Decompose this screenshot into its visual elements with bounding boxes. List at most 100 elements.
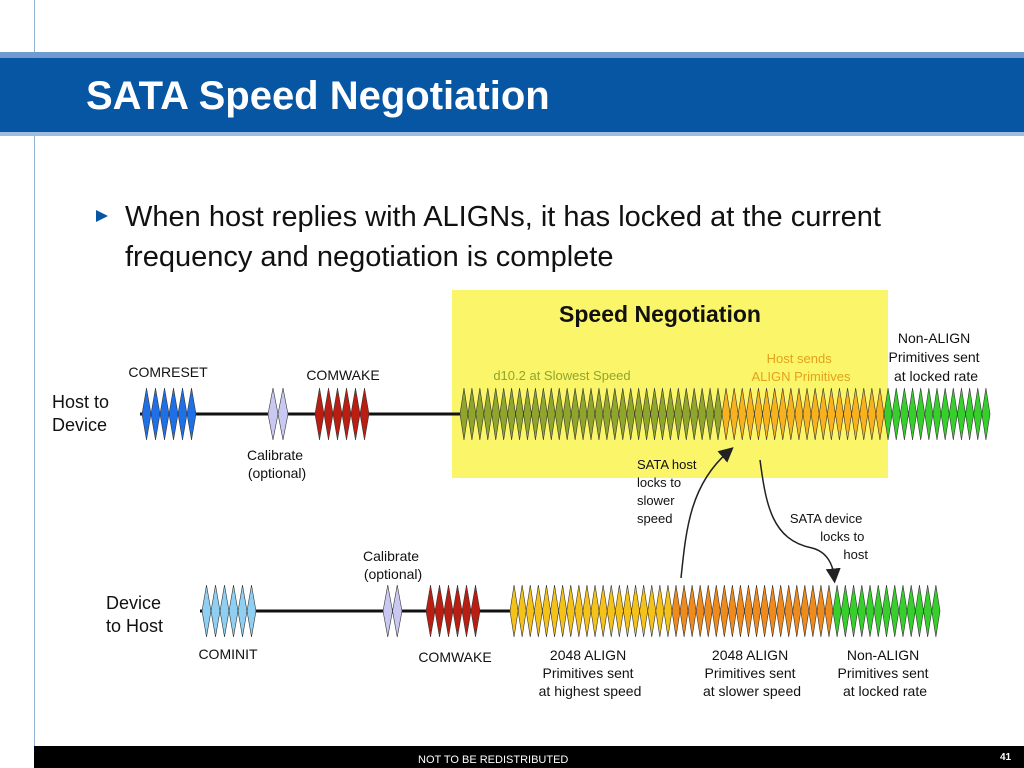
device-lock-arrow xyxy=(759,459,841,584)
pulse xyxy=(219,584,230,638)
speed-negotiation-diagram: Speed Negotiation Host to Device Device … xyxy=(52,290,991,699)
pulse xyxy=(891,387,901,441)
pulse xyxy=(776,584,786,638)
page-number: 41 xyxy=(1000,752,1012,763)
pulse xyxy=(808,584,818,638)
pulse xyxy=(314,387,325,441)
pulse xyxy=(932,387,942,441)
calibrate-device-pulses xyxy=(382,584,403,638)
pulse xyxy=(177,387,188,441)
calibrate-host-label: Calibrate (optional) xyxy=(247,447,307,481)
host-lock-arrow xyxy=(680,447,734,579)
pulse xyxy=(849,584,858,638)
pulse xyxy=(614,584,624,638)
footer-bar xyxy=(34,746,1024,768)
pulse xyxy=(800,584,810,638)
pulse xyxy=(359,387,370,441)
pulse xyxy=(341,387,352,441)
pulse xyxy=(159,387,170,441)
comreset-label: COMRESET xyxy=(128,364,208,380)
comwake-host-pulses xyxy=(314,387,370,441)
pulse xyxy=(574,584,584,638)
pulse xyxy=(711,584,721,638)
pulse xyxy=(663,584,673,638)
align-host-pulses xyxy=(721,387,885,441)
pulse xyxy=(752,584,761,638)
pulse xyxy=(509,584,519,638)
pulse xyxy=(915,584,924,638)
pulse xyxy=(832,584,842,638)
pulse xyxy=(906,584,916,638)
pulse xyxy=(267,387,279,441)
pulse xyxy=(865,584,875,638)
pulse xyxy=(857,584,867,638)
pulse xyxy=(210,584,221,638)
device-locks-label: SATA device locks to host xyxy=(790,511,869,562)
cominit-pulses xyxy=(201,584,257,638)
pulse xyxy=(687,584,697,638)
speed-negotiation-heading: Speed Negotiation xyxy=(559,301,761,327)
d102-label: d10.2 at Slowest Speed xyxy=(493,368,630,383)
pulse xyxy=(728,584,737,638)
pulse xyxy=(840,584,850,638)
pulse xyxy=(965,387,974,441)
pulse xyxy=(425,584,436,638)
pulse xyxy=(452,584,463,638)
pulse xyxy=(434,584,445,638)
pulse xyxy=(533,584,543,638)
slide-title: SATA Speed Negotiation xyxy=(86,74,550,118)
pulse xyxy=(671,584,681,638)
pulse xyxy=(566,584,576,638)
pulse xyxy=(890,584,900,638)
host-sends-align-label: Host sends ALIGN Primitives xyxy=(752,351,851,384)
pulse xyxy=(443,584,454,638)
pulse xyxy=(590,584,600,638)
pulse xyxy=(957,387,966,441)
pulse xyxy=(882,584,891,638)
pulse xyxy=(940,387,950,441)
comreset-pulses xyxy=(141,387,197,441)
bullet-text: When host replies with ALIGNs, it has lo… xyxy=(125,201,881,273)
title-bar xyxy=(0,58,1024,136)
pulse xyxy=(350,387,361,441)
non-align-device-label: Non-ALIGN Primitives sent at locked rate xyxy=(838,647,933,699)
pulse xyxy=(679,584,689,638)
pulse xyxy=(900,387,909,441)
align-slower-label: 2048 ALIGN Primitives sent at slower spe… xyxy=(703,647,801,699)
pulse xyxy=(606,584,616,638)
pulse xyxy=(736,584,745,638)
speed-negotiation-highlight xyxy=(452,290,888,478)
pulse xyxy=(792,584,802,638)
pulse xyxy=(824,584,834,638)
d102-pulses xyxy=(459,387,723,441)
pulse xyxy=(924,387,934,441)
pulse xyxy=(277,387,289,441)
title-stripe xyxy=(0,52,1024,58)
host-locks-label: SATA host locks to slower speed xyxy=(637,457,700,526)
pulse xyxy=(744,584,753,638)
pulse xyxy=(517,584,527,638)
pulse xyxy=(768,584,777,638)
pulse xyxy=(647,584,657,638)
align-slower-pulses xyxy=(671,584,834,638)
align-highest-pulses xyxy=(509,584,673,638)
pulse xyxy=(655,584,665,638)
pulse xyxy=(550,584,559,638)
pulse xyxy=(525,584,535,638)
comwake-device-pulses xyxy=(425,584,481,638)
pulse xyxy=(908,387,917,441)
pulse xyxy=(760,584,769,638)
pulse xyxy=(168,387,179,441)
comwake-device-label: COMWAKE xyxy=(418,649,491,665)
left-margin-rule xyxy=(34,0,35,768)
device-to-host-label: Device to Host xyxy=(106,593,166,636)
pulse xyxy=(141,387,152,441)
pulse xyxy=(323,387,334,441)
pulse xyxy=(598,584,608,638)
pulse xyxy=(461,584,472,638)
pulse xyxy=(898,584,908,638)
pulse xyxy=(186,387,197,441)
pulse xyxy=(816,584,826,638)
pulse xyxy=(931,584,941,638)
pulse xyxy=(981,387,991,441)
